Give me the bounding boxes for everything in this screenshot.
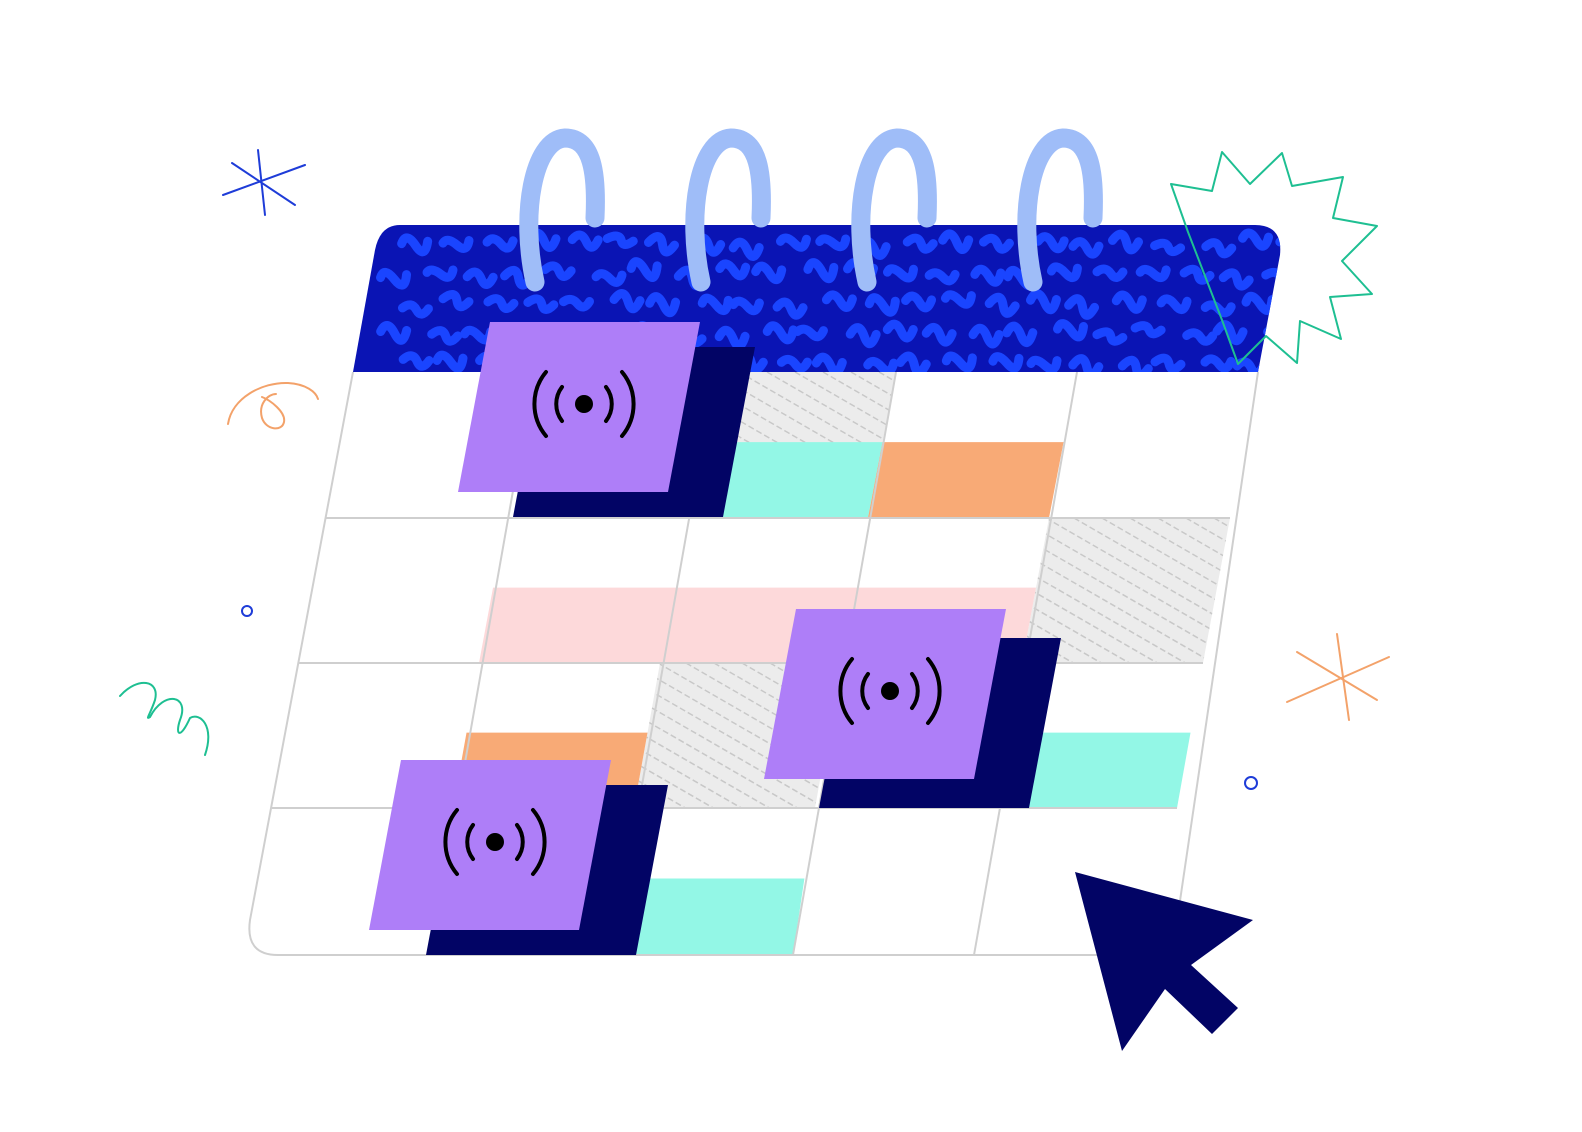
curl-doodle-icon <box>227 381 319 430</box>
event-block[interactable] <box>868 442 1064 518</box>
circle-dot-icon <box>1244 776 1258 790</box>
event-block[interactable] <box>612 878 805 955</box>
live-event-card[interactable] <box>458 322 755 517</box>
binder-ring <box>685 128 771 292</box>
asterisk-icon <box>222 149 306 216</box>
calendar-outline <box>248 371 1259 956</box>
asterisk-icon <box>1286 633 1390 721</box>
live-event-card[interactable] <box>764 609 1061 808</box>
broadcast-icon <box>532 370 636 438</box>
broadcast-icon <box>443 808 547 876</box>
event-block[interactable] <box>996 732 1191 808</box>
cursor-arrow-icon <box>1075 872 1253 1051</box>
binder-ring <box>851 128 937 292</box>
event-block[interactable] <box>687 442 883 518</box>
calendar-rings <box>519 128 1103 292</box>
circle-dot-icon <box>241 605 253 617</box>
binder-ring <box>1017 128 1103 292</box>
binder-ring <box>519 128 605 292</box>
live-cards <box>369 322 1061 955</box>
squiggle-doodle-icon <box>119 681 210 756</box>
live-event-card[interactable] <box>369 760 668 955</box>
broadcast-icon <box>838 657 942 725</box>
burst-star-icon <box>1170 151 1378 365</box>
